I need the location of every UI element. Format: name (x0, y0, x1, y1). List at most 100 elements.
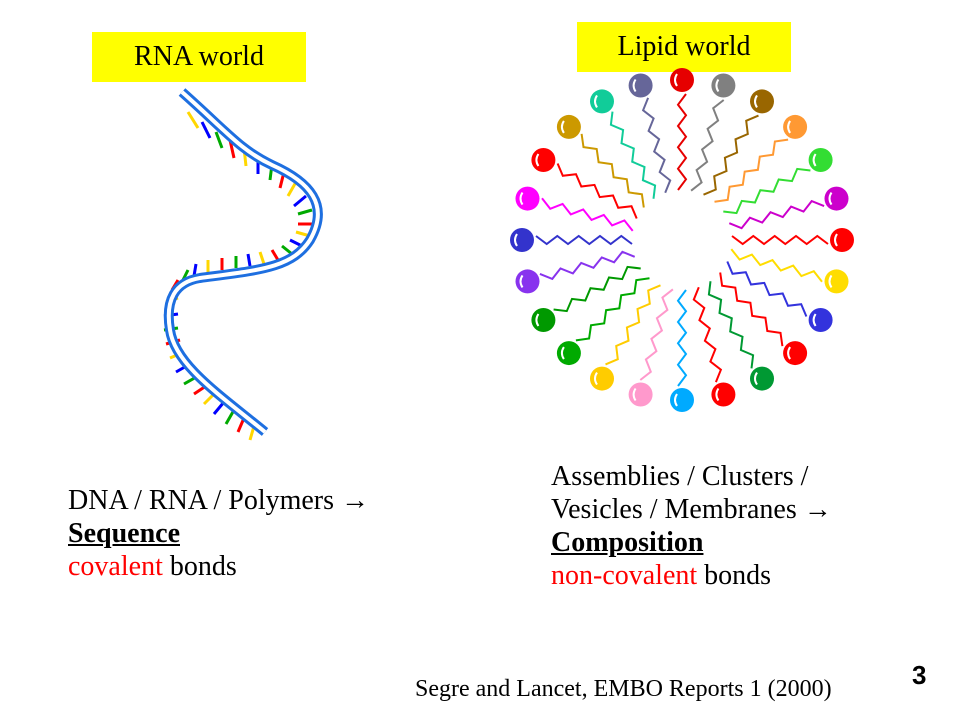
lipid-head-highlight (715, 387, 720, 402)
lipid-head-highlight (754, 94, 758, 108)
lipid-head-highlight (828, 192, 833, 206)
lipid-head-highlight (834, 233, 838, 247)
lipid-head (515, 269, 540, 294)
lipid-tail (575, 277, 650, 342)
rna-backbone-inner (166, 90, 320, 434)
lipid-head (711, 73, 736, 98)
lipid-tail (730, 248, 823, 283)
lipid-head-highlight (787, 346, 791, 360)
rna-bond-line: covalent bonds (68, 550, 369, 583)
lipid-tail (609, 111, 657, 199)
assemblies-line: Assemblies / Clusters / (551, 461, 809, 492)
lipid-tail (535, 234, 633, 246)
lipid-head-highlight (519, 192, 524, 206)
lipid-head (808, 308, 833, 332)
lipid-head (808, 148, 833, 172)
lipid-head-highlight (514, 233, 518, 247)
lipid-description: Assemblies / Clusters / Vesicles / Membr… (551, 460, 832, 592)
lipid-head-highlight (828, 274, 833, 288)
rna-polymers-line: DNA / RNA / Polymers → (68, 485, 370, 516)
lipid-head (531, 148, 556, 172)
lipid-head-highlight (632, 78, 637, 93)
lipid-head (824, 269, 849, 294)
rna-base (258, 251, 266, 265)
lipid-tail (641, 97, 672, 194)
rna-base (186, 111, 200, 129)
lipid-head (750, 89, 774, 114)
lipid-head (670, 388, 694, 412)
lipid-world-label: Lipid world (577, 22, 791, 72)
lipid-head (824, 186, 849, 211)
lipid-head-highlight (812, 153, 817, 167)
lipid-tail (605, 284, 661, 366)
lipid-head (515, 186, 540, 211)
lipid-head-highlight (535, 313, 540, 327)
lipid-tail (692, 286, 723, 383)
lipid-head (590, 366, 614, 391)
lipid-head-highlight (674, 73, 678, 87)
covalent-word: covalent (68, 551, 163, 582)
lipid-head-highlight (787, 120, 791, 134)
lipid-head-highlight (812, 313, 817, 327)
lipid-tail (714, 138, 789, 203)
lipid-bonds-word: bonds (697, 560, 772, 591)
composition-keyword: Composition (551, 527, 704, 558)
lipid-head (670, 68, 694, 92)
rna-base (212, 401, 226, 415)
rna-base (202, 392, 216, 406)
lipid-head (628, 73, 653, 98)
rna-base (214, 131, 224, 149)
lipid-tail (731, 234, 829, 246)
vesicles-line: Vesicles / Membranes → (551, 494, 832, 525)
lipid-head-highlight (754, 372, 758, 386)
lipid-tail (676, 93, 688, 191)
lipid-head-highlight (594, 94, 598, 108)
lipid-head-highlight (594, 372, 598, 386)
lipid-tail (580, 133, 645, 208)
lipid-head-highlight (674, 393, 678, 407)
lipid-head (590, 89, 614, 114)
lipid-head (783, 341, 808, 366)
lipid-molecules (510, 68, 854, 412)
sequence-keyword: Sequence (68, 518, 180, 549)
lipid-tail (728, 199, 825, 230)
lipid-head (711, 382, 736, 407)
lipid-head (531, 308, 556, 332)
lipid-bond-line: non-covalent bonds (551, 559, 832, 592)
lipid-head (783, 114, 808, 139)
slide-number: 3 (912, 660, 927, 690)
lipid-head (510, 228, 534, 252)
lipid-head-highlight (632, 387, 637, 402)
lipid-tail (553, 265, 641, 313)
lipid-tail (726, 261, 808, 317)
lipid-tail (539, 250, 636, 281)
lipid-tail (541, 197, 634, 232)
rna-base (286, 181, 298, 197)
rna-base (246, 253, 252, 267)
lipid-head-highlight (715, 78, 720, 93)
lipid-tail (676, 289, 688, 387)
lipid-head (556, 341, 581, 366)
rna-bonds-word: bonds (162, 551, 237, 582)
lipid-head-highlight (535, 153, 540, 167)
rna-description: DNA / RNA / Polymers → Sequence covalent… (68, 484, 369, 583)
lipid-tail (690, 99, 725, 192)
lipid-head (556, 114, 581, 139)
lipid-tail (703, 114, 759, 196)
rna-world-label: RNA world (92, 32, 306, 82)
lipid-head-highlight (519, 274, 524, 288)
lipid-tail (639, 288, 674, 381)
rna-base (270, 249, 280, 261)
lipid-head (628, 382, 653, 407)
lipid-tail (719, 272, 784, 347)
rna-base (200, 121, 212, 139)
rna-base (192, 263, 198, 277)
lipid-head (830, 228, 854, 252)
lipid-head-highlight (560, 120, 565, 134)
non-covalent-word: non-covalent (551, 560, 698, 591)
lipid-tail (723, 167, 811, 215)
lipid-tail (556, 163, 638, 219)
lipid-tail (707, 281, 755, 369)
